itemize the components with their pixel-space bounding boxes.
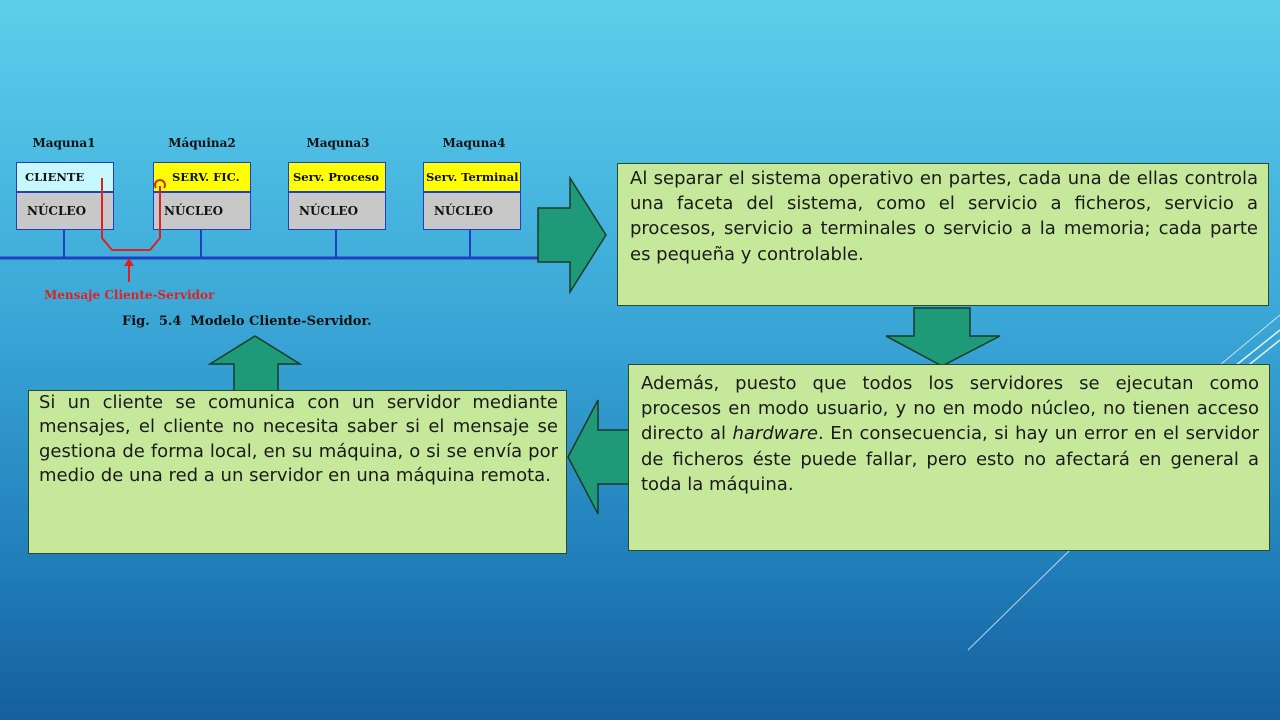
machine-kernel-file-server: NÚCLEO — [164, 204, 224, 218]
machine-kernel-client: NÚCLEO — [27, 204, 87, 218]
machine-box-client: CLIENTE NÚCLEO — [16, 162, 114, 230]
machine-service-terminal-server: Serv. Terminal — [424, 163, 520, 193]
mid-right-text-end: . En consecuencia, si hay un error en el… — [641, 423, 1260, 495]
machine-service-process-server: Serv. Proceso — [289, 163, 385, 193]
machine-service-client: CLIENTE — [17, 163, 113, 193]
machine-kernel-terminal-server: NÚCLEO — [434, 204, 494, 218]
machine-box-terminal-server: Serv. Terminal NÚCLEO — [423, 162, 521, 230]
machine-service-file-server: SERV. FIC. — [154, 163, 250, 193]
text-box-left: Si un cliente se comunica con un servido… — [28, 390, 567, 554]
machine-label-2: Máquina2 — [168, 136, 236, 150]
mid-right-text-start: Además, puesto que todos los servidores … — [641, 373, 1259, 445]
machine-label-1: Maquna1 — [32, 136, 96, 150]
text-box-mid-right: Además, puesto que todos los servidores … — [628, 364, 1270, 551]
text-box-top-right: Al separar el sistema operativo en parte… — [617, 163, 1269, 306]
arrow-down-icon — [885, 307, 1001, 367]
mid-right-text-italic: hardware — [732, 423, 819, 445]
machine-box-process-server: Serv. Proceso NÚCLEO — [288, 162, 386, 230]
machine-label-4: Maquna4 — [442, 136, 506, 150]
arrow-left-icon — [567, 399, 631, 515]
figure-caption: Fig. 5.4 Modelo Cliente-Servidor. — [122, 314, 372, 329]
arrow-up-icon — [208, 335, 302, 393]
machine-kernel-process-server: NÚCLEO — [299, 204, 359, 218]
arrow-right-icon — [537, 176, 607, 294]
network-bus — [0, 178, 540, 282]
machine-box-file-server: SERV. FIC. NÚCLEO — [153, 162, 251, 230]
machine-label-3: Maquna3 — [306, 136, 370, 150]
message-label: Mensaje Cliente-Servidor — [44, 288, 215, 302]
